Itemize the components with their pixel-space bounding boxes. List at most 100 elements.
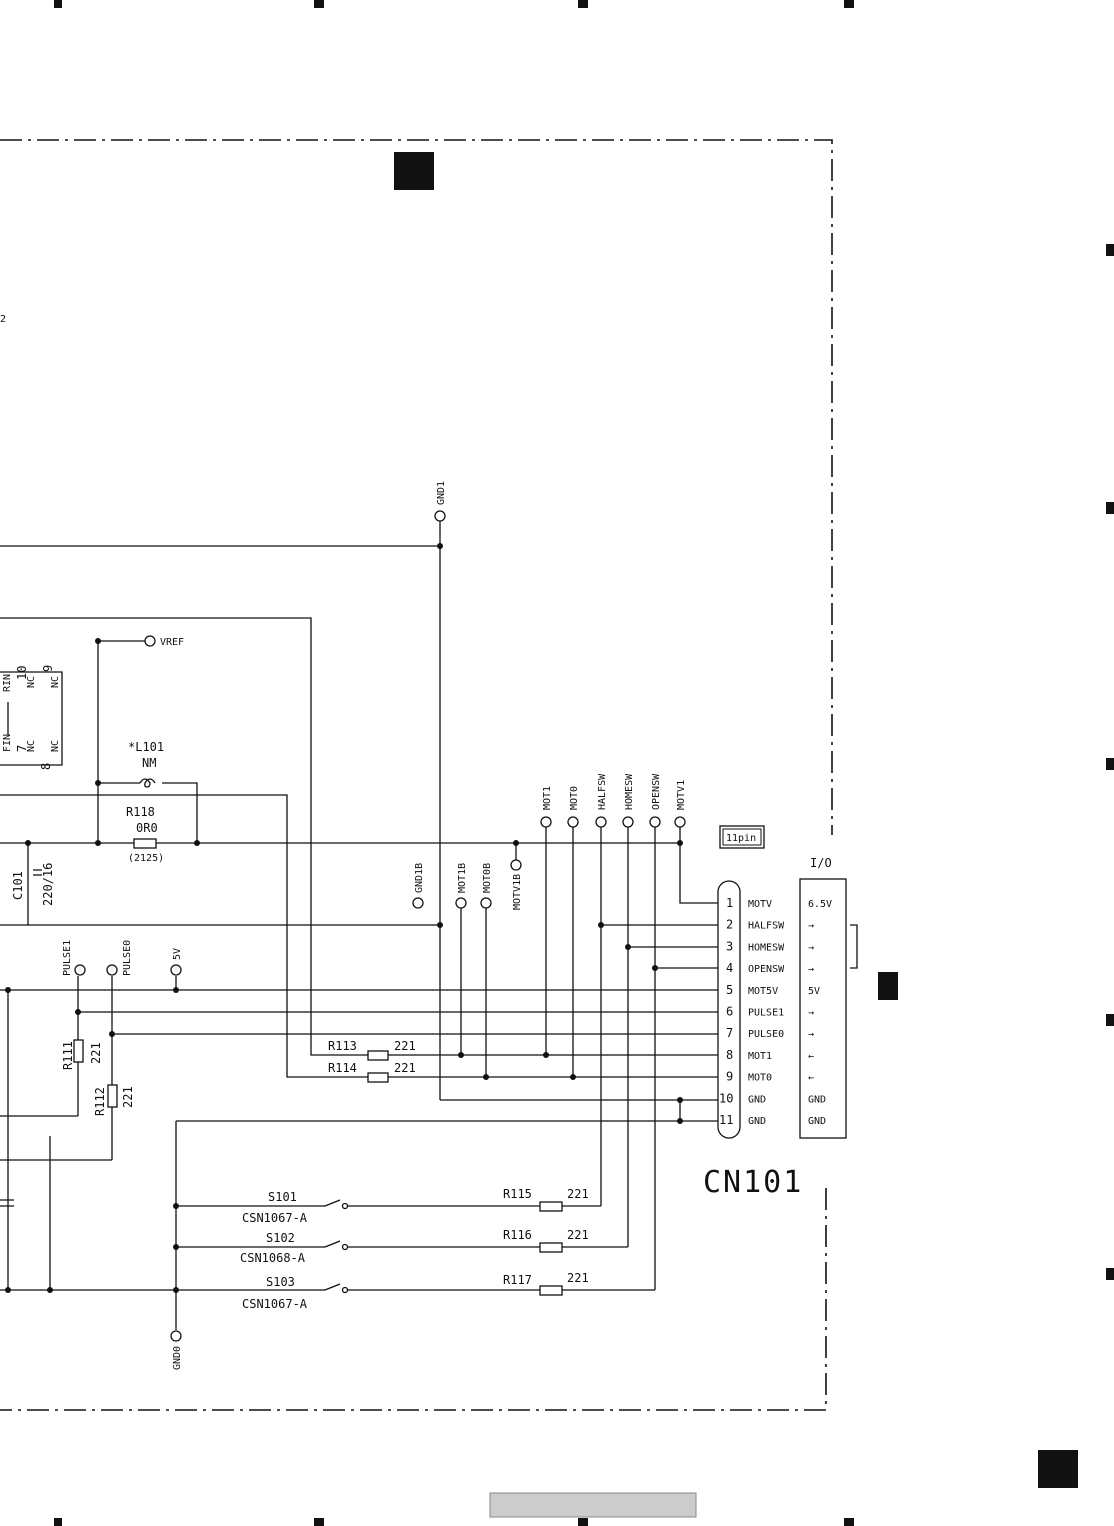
- pin-count-box: [719, 825, 765, 849]
- tp-halfsw: [595, 816, 607, 828]
- l101-val: NM: [142, 756, 156, 770]
- registration-marks: [54, 0, 1114, 1526]
- ic-nc-b: NC: [50, 676, 61, 688]
- ic-fragment: 10 9 NC NC RIN FIN NC NC 7 8 2: [0, 314, 63, 770]
- components: *L101 NM R118 0R0 (2125) C101 220/16 R11…: [11, 740, 589, 1311]
- ic-nc-c: NC: [26, 740, 37, 752]
- tp-mot1-label: MOT1: [542, 786, 553, 810]
- board-outline: [0, 139, 833, 1411]
- connector-name: CN101: [703, 1165, 803, 1200]
- cn101-pin-io: ←: [808, 1073, 814, 1084]
- tp-vref-label: VREF: [160, 637, 184, 648]
- cn101-pin-signal: HOMESW: [748, 942, 785, 953]
- cn101-pin-signal: GND: [748, 1116, 766, 1127]
- r116-resistor: [539, 1242, 563, 1253]
- ic-pin-7: 7: [15, 745, 29, 752]
- cn101-pin-io: ←: [808, 1051, 814, 1062]
- s101-switch: [324, 1199, 349, 1210]
- io-table: [799, 878, 847, 1139]
- cn101-pin-io: →: [808, 964, 814, 975]
- tp-gnd1: [434, 510, 446, 522]
- tp-motv1-label: MOTV1: [676, 780, 687, 810]
- r112-resistor: [107, 1084, 118, 1108]
- s101-ref: S101: [268, 1190, 297, 1204]
- edge-mark: 2: [0, 314, 6, 325]
- cn101-pin-signal: MOTV: [748, 899, 772, 910]
- ic-pin-9: 9: [41, 665, 55, 672]
- cn101-pin-signal: OPENSW: [748, 964, 785, 975]
- cn101-pin-io: →: [808, 1029, 814, 1040]
- tp-motv1b: [510, 859, 522, 871]
- r115-resistor: [539, 1201, 563, 1212]
- tp-opensw: [649, 816, 661, 828]
- cn101-pin-signal: MOT1: [748, 1051, 772, 1062]
- tp-mot1b: [455, 897, 467, 909]
- tp-gnd1b: [412, 897, 424, 909]
- cn101-pin-signal: PULSE1: [748, 1008, 784, 1019]
- tp-gnd1-label: GND1: [436, 481, 447, 505]
- c101-ref: C101: [11, 871, 25, 900]
- tp-mot0-label: MOT0: [569, 786, 580, 810]
- tp-pulse1-label: PULSE1: [62, 940, 73, 976]
- wires: [0, 521, 858, 1330]
- r117-ref: R117: [503, 1273, 532, 1287]
- tp-gnd0-label: GND0: [172, 1346, 183, 1370]
- cn101-pin-number: 6: [726, 1005, 733, 1019]
- cn101-pin-number: 4: [726, 961, 733, 975]
- tp-homesw: [622, 816, 634, 828]
- junctions: [5, 543, 683, 1293]
- ic-rin: RIN: [2, 674, 13, 692]
- footer-bar: [489, 1492, 697, 1518]
- cn101-pin-number: 3: [726, 939, 733, 953]
- l101-ref: *L101: [128, 740, 164, 754]
- io-header: I/O: [810, 856, 832, 870]
- test-points: GND1 VREF MOT1 MOT0 HALFSW HOMESW OPENSW…: [62, 481, 687, 1370]
- cn101-pin-number: 11: [719, 1113, 733, 1127]
- tp-mot0b: [480, 897, 492, 909]
- s103-part: CSN1067-A: [242, 1297, 308, 1311]
- r111-val: 221: [89, 1042, 103, 1064]
- tp-vref: [144, 635, 156, 647]
- section-marker-top: [394, 152, 434, 190]
- r111-ref: R111: [61, 1041, 75, 1070]
- r114-val: 221: [394, 1061, 416, 1075]
- r114-ref: R114: [328, 1061, 357, 1075]
- tp-halfsw-label: HALFSW: [597, 773, 608, 810]
- r116-val: 221: [567, 1228, 589, 1242]
- cn101-pin-number: 7: [726, 1026, 733, 1040]
- cn101-pin-io: 6.5V: [808, 899, 832, 910]
- tp-mot0: [567, 816, 579, 828]
- s102-ref: S102: [266, 1231, 295, 1245]
- r117-resistor: [539, 1285, 563, 1296]
- ic-nc-d: NC: [50, 740, 61, 752]
- s101-part: CSN1067-A: [242, 1211, 308, 1225]
- r118-resistor: [133, 838, 157, 849]
- r112-ref: R112: [93, 1087, 107, 1116]
- ic-pin-10: 10: [15, 666, 29, 680]
- r113-ref: R113: [328, 1039, 357, 1053]
- r116-ref: R116: [503, 1228, 532, 1242]
- section-marker-corner: [1038, 1450, 1078, 1488]
- r118-pkg: (2125): [128, 853, 164, 864]
- r113-val: 221: [394, 1039, 416, 1053]
- cn101-body: [717, 880, 741, 1139]
- cn101-pin-io: GND: [808, 1116, 826, 1127]
- cn101-pin-io: →: [808, 921, 814, 932]
- cn101-pin-signal: MOT5V: [748, 986, 778, 997]
- r118-ref: R118: [126, 805, 155, 819]
- cn101-pin-io: →: [808, 1008, 814, 1019]
- cn101-pin-number: 2: [726, 918, 733, 932]
- cn101-pin-io: GND: [808, 1094, 826, 1105]
- tp-gnd1b-label: GND1B: [414, 863, 425, 893]
- tp-gnd0: [170, 1330, 182, 1342]
- cn101-pin-number: 10: [719, 1091, 733, 1105]
- tp-mot1b-label: MOT1B: [457, 863, 468, 893]
- r113-resistor: [367, 1050, 389, 1061]
- tp-mot1: [540, 816, 552, 828]
- tp-5v-label: 5V: [172, 948, 183, 960]
- ic-nc-a: NC: [26, 676, 37, 688]
- cn101-pin-signal: GND: [748, 1094, 766, 1105]
